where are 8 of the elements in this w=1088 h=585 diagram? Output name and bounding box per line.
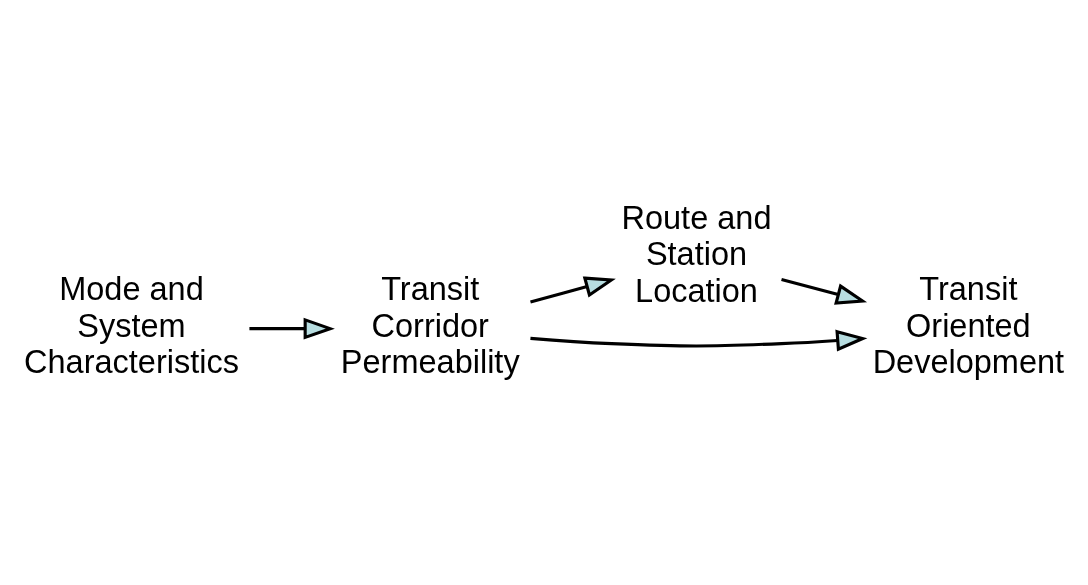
node-text: Transit Oriented Development bbox=[872, 270, 1065, 380]
node-text: Route and Station Location bbox=[621, 199, 772, 308]
arrow bbox=[530, 329, 868, 351]
arrow bbox=[530, 275, 616, 303]
node-text: Mode and System Characteristics bbox=[24, 270, 239, 380]
node-text: Transit Corridor Permeability bbox=[340, 270, 520, 380]
arrow bbox=[781, 277, 868, 305]
arrow bbox=[249, 317, 335, 340]
